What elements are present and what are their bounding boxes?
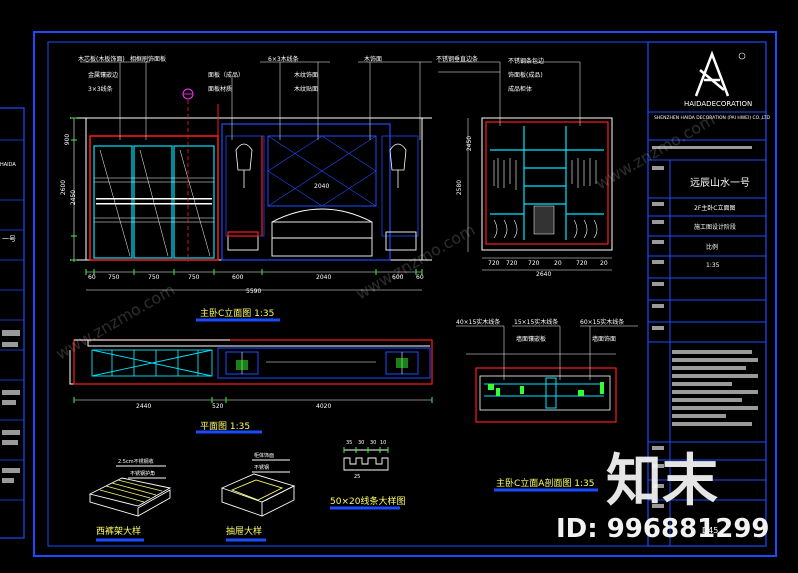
company-name: SHENZHEN HAIDA DECORATION (PAI HWEI) CO.… bbox=[654, 116, 770, 121]
ward-label-1: 不锈钢条包边 bbox=[508, 58, 545, 65]
ward-dim-b6: 20 bbox=[600, 260, 608, 267]
strip-dim-4: 10 bbox=[380, 440, 387, 446]
plan-view bbox=[69, 339, 433, 403]
elev-dim-total: 5590 bbox=[246, 288, 262, 295]
detail1-label-2: 不锈钢护角 bbox=[130, 471, 156, 477]
title-strip: 50×20线条大样图 bbox=[330, 497, 406, 507]
strip-dim-3: 30 bbox=[370, 440, 377, 446]
wardrobe-interior bbox=[438, 61, 613, 271]
elev-label-5: 面板（成品） bbox=[208, 72, 245, 79]
title-block bbox=[647, 41, 767, 547]
elev-label-3: 金属镶嵌边 bbox=[88, 72, 119, 79]
elev-label-2: 相框刷饰面板 bbox=[130, 56, 167, 63]
elev-dim-b3: 750 bbox=[148, 274, 160, 281]
ward-label-2: 成品柜体 bbox=[508, 86, 533, 93]
title-section: 主卧C立面A剖面图 1:35 bbox=[496, 479, 595, 489]
title-plan: 平面图 1:35 bbox=[200, 422, 251, 432]
detail-strip bbox=[343, 447, 389, 471]
elev-dim-b7: 600 bbox=[392, 274, 404, 281]
strip-dim-2: 30 bbox=[358, 440, 365, 446]
watermark-id: ID: 996881299 bbox=[556, 514, 770, 544]
elev-dim-v3: 900 bbox=[64, 133, 72, 146]
section-label-3: 60×15实木线条 bbox=[580, 319, 625, 326]
elev-dim-b2: 750 bbox=[108, 274, 120, 281]
section-label-1: 40×15实木线条 bbox=[456, 319, 501, 326]
watermark-diag-2: www.znzmo.com bbox=[353, 220, 479, 304]
sheet-number: D45 bbox=[702, 526, 719, 535]
elev-label-8: 木纹饰面 bbox=[294, 72, 319, 79]
ward-dim-b5: 720 bbox=[576, 260, 588, 267]
elev-label-10: 木饰面 bbox=[364, 56, 383, 63]
elevation-c bbox=[70, 61, 432, 291]
title-drawer-rack: 西裤架大样 bbox=[96, 527, 142, 537]
elev-label-4: 3×3线条 bbox=[88, 86, 113, 93]
detail-tray bbox=[220, 459, 296, 517]
left-neighbor-rows bbox=[0, 139, 24, 501]
left-neighbor-text-blocks bbox=[2, 330, 20, 483]
project-name: 远辰山水一号 bbox=[690, 178, 750, 189]
elev-label-7: 6×3木线条 bbox=[268, 56, 299, 63]
detail-drawer-rack bbox=[88, 465, 172, 517]
elev-label-1: 木芯板(木板饰面) bbox=[78, 56, 125, 63]
ward-dim-b1: 720 bbox=[488, 260, 500, 267]
elev-label-6: 面板材质 bbox=[208, 86, 233, 93]
detail1-label-1: 2.5cm不锈钢收 bbox=[118, 459, 154, 465]
detail2-label-2: 不锈钢 bbox=[254, 465, 270, 471]
ward-dim-total: 2640 bbox=[536, 271, 552, 278]
section-a bbox=[456, 325, 638, 423]
left-neighbor-sheet bbox=[0, 107, 25, 539]
ward-dim-b3: 720 bbox=[528, 260, 540, 267]
title-tray: 抽屉大样 bbox=[226, 527, 263, 537]
drawing-name: 2F主卧C立面图 bbox=[694, 205, 736, 212]
section-label-5: 墙面饰面 bbox=[592, 336, 617, 343]
elev-dim-b6: 2040 bbox=[316, 274, 332, 281]
scale-label: 比例 bbox=[706, 244, 719, 251]
elev-dim-v2: 2450 bbox=[70, 189, 78, 206]
bed-width-dim: 2040 bbox=[314, 183, 330, 190]
elev-dim-b8: 60 bbox=[416, 274, 424, 281]
elev-label-12: 饰面板(成品) bbox=[508, 72, 543, 79]
elev-dim-b1: 60 bbox=[88, 274, 96, 281]
left-panel-logo: HAIDA bbox=[0, 162, 16, 168]
watermark-brand: 知末 bbox=[606, 449, 718, 514]
title-elevation: 主卧C立面图 1:35 bbox=[200, 309, 275, 319]
left-panel-side-text: 一号 bbox=[2, 235, 16, 243]
plan-dim-3: 4020 bbox=[316, 403, 332, 410]
wardrobe-doors bbox=[89, 135, 219, 261]
ward-dim-b4: 20 bbox=[554, 260, 562, 267]
detail2-label-1: 柜体饰面 bbox=[254, 453, 275, 459]
design-stage: 施工图设计阶段 bbox=[694, 224, 737, 231]
scale-value: 1:35 bbox=[706, 262, 720, 269]
ward-dim-v1: 2580 bbox=[456, 179, 464, 196]
strip-dim-1: 35 bbox=[346, 440, 353, 446]
section-label-2: 15×15实木线条 bbox=[514, 319, 559, 326]
plan-dim-2: 520 bbox=[212, 403, 224, 410]
watermark-diag-1: www.znzmo.com bbox=[53, 280, 179, 364]
ward-dim-b2: 720 bbox=[506, 260, 518, 267]
elev-label-9: 木纹贴面 bbox=[294, 86, 319, 93]
logo-caption: HAIDADECORATION bbox=[684, 100, 753, 108]
title-underlines bbox=[96, 318, 598, 542]
strip-dim-5: 25 bbox=[354, 474, 361, 480]
elev-label-11: 不锈钢垂直边条 bbox=[436, 56, 479, 63]
outer-frame bbox=[33, 31, 777, 557]
plan-dim-1: 2440 bbox=[136, 403, 152, 410]
section-label-4: 墙面镶嵌板 bbox=[516, 336, 547, 343]
ward-dim-v2: 2450 bbox=[466, 135, 474, 152]
company-logo bbox=[694, 50, 730, 97]
elev-dim-b4: 750 bbox=[188, 274, 200, 281]
elev-dim-v1: 2600 bbox=[60, 179, 68, 196]
elev-dim-b5: 600 bbox=[232, 274, 244, 281]
